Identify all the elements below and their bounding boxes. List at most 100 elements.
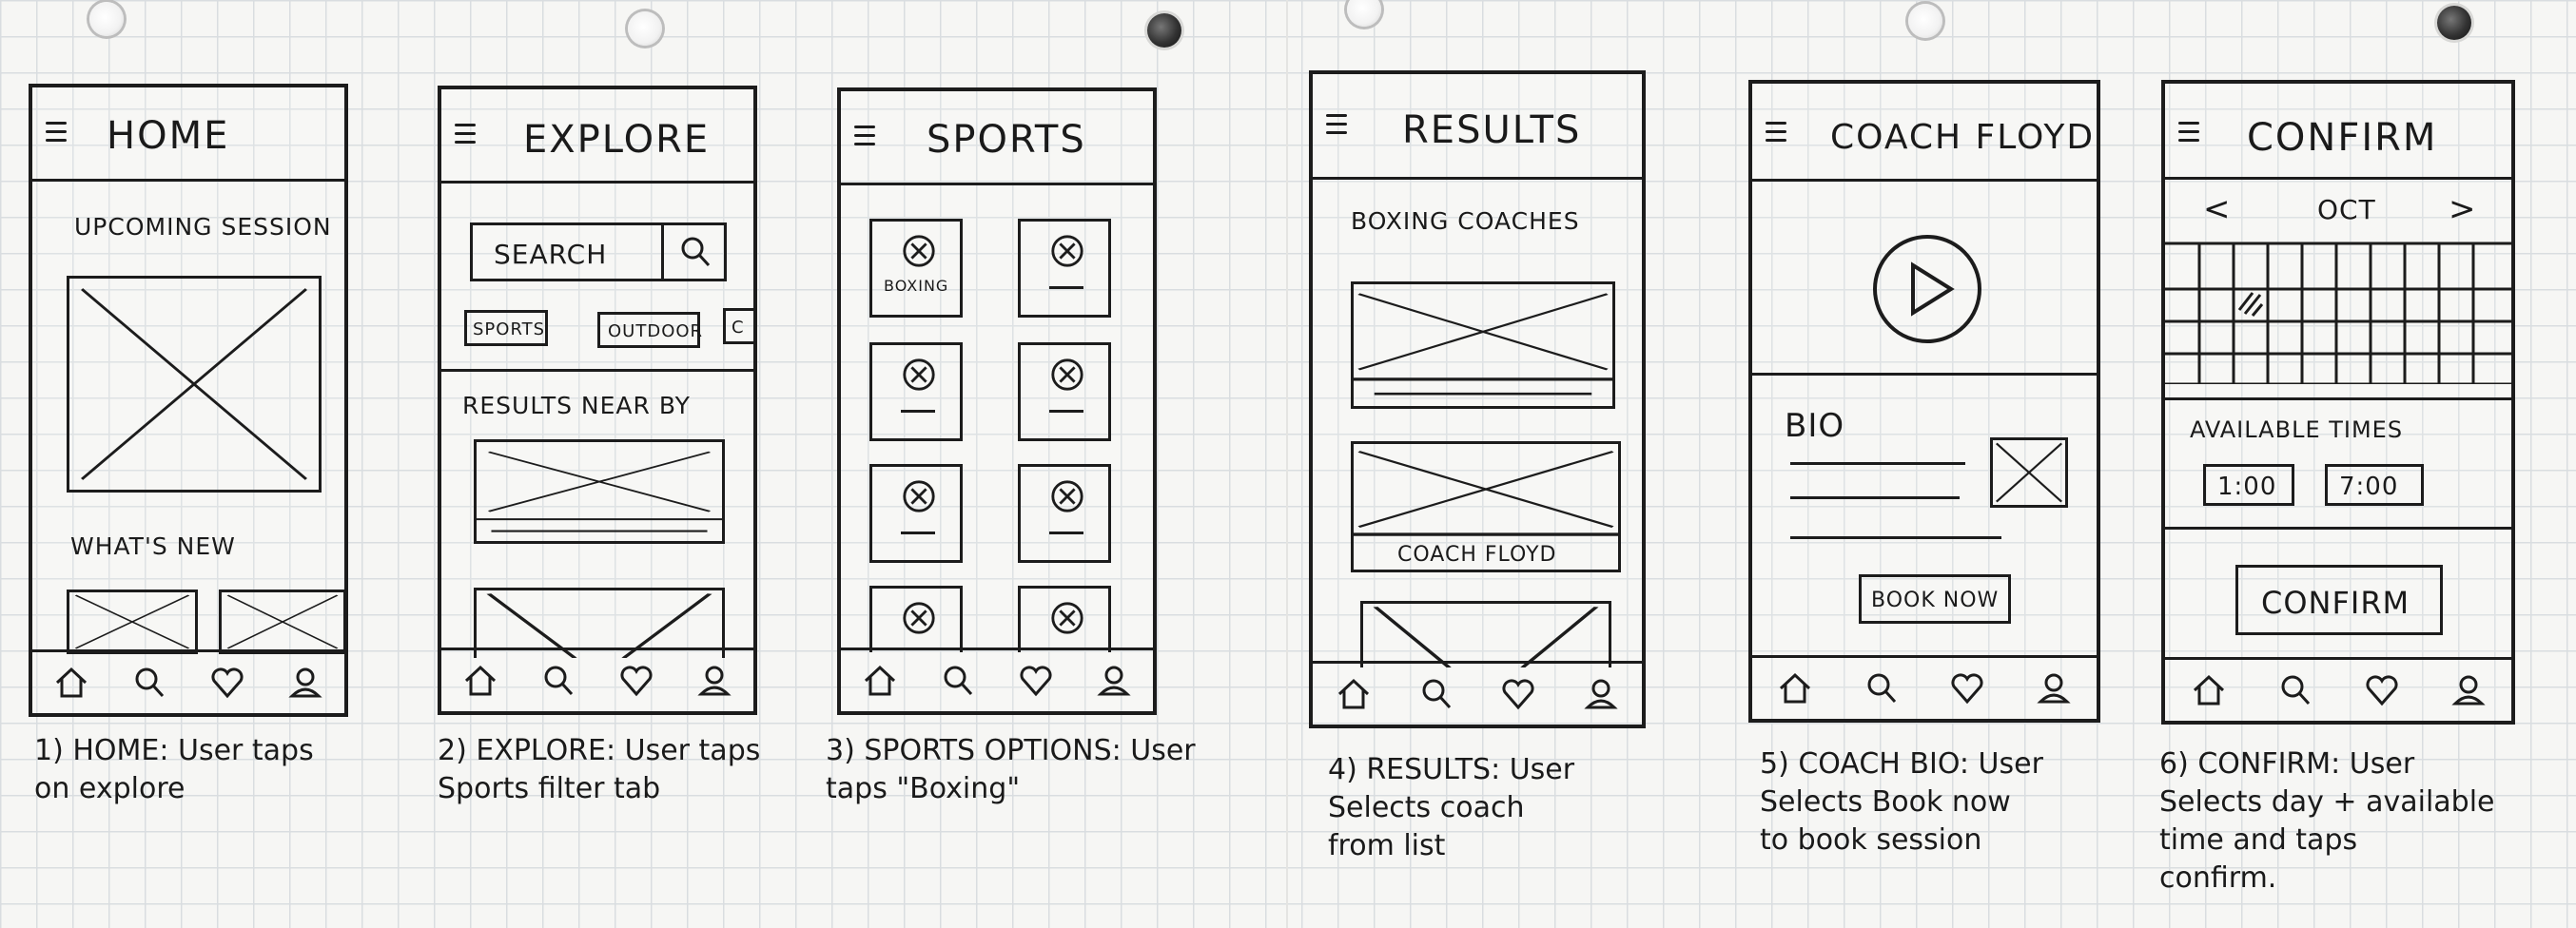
profile-icon[interactable]	[286, 664, 324, 702]
sport-icon	[1051, 235, 1083, 267]
sport-label: BOXING	[884, 277, 949, 295]
results-near-by-label: RESULTS NEAR BY	[462, 392, 691, 419]
search-icon[interactable]	[2276, 671, 2314, 709]
bio-label: BIO	[1785, 407, 1845, 445]
bottom-nav	[32, 649, 344, 713]
divider	[2165, 527, 2511, 530]
heart-icon[interactable]	[617, 662, 655, 700]
filter-tab-sports[interactable]: SPORTS	[464, 310, 548, 346]
time-slot-button[interactable]: 1:00	[2203, 464, 2294, 506]
filter-tab-more[interactable]: C	[723, 308, 757, 344]
screen-caption: 5) COACH BIO: User Selects Book now to b…	[1760, 747, 2043, 857]
page-title: COACH FLOYD	[1830, 118, 2096, 157]
search-placeholder: SEARCH	[494, 239, 608, 270]
book-now-label: BOOK NOW	[1871, 589, 2000, 612]
search-icon[interactable]	[676, 233, 714, 271]
filter-tab-outdoor[interactable]: OUTDOOR	[597, 312, 702, 348]
punch-hole	[2437, 6, 2471, 40]
result-card-image[interactable]	[474, 588, 725, 658]
whats-new-label: WHAT'S NEW	[70, 532, 236, 560]
home-icon[interactable]	[2190, 671, 2228, 709]
sport-tile[interactable]	[1018, 342, 1111, 441]
hamburger-menu-icon[interactable]	[46, 116, 67, 147]
hamburger-menu-icon[interactable]	[854, 120, 875, 151]
search-icon[interactable]	[130, 664, 168, 702]
search-icon[interactable]	[1863, 669, 1901, 707]
search-icon[interactable]	[539, 662, 577, 700]
search-divider	[661, 225, 664, 279]
coach-card-floyd[interactable]: COACH FLOYD	[1351, 441, 1621, 572]
heart-icon[interactable]	[1499, 675, 1537, 713]
punch-hole	[89, 2, 124, 36]
sport-label-line	[1049, 286, 1083, 289]
book-now-button[interactable]: BOOK NOW	[1859, 574, 2011, 624]
screen-caption: 2) EXPLORE: User taps Sports filter tab	[438, 734, 761, 805]
profile-icon[interactable]	[695, 662, 733, 700]
page-title: EXPLORE	[523, 118, 711, 162]
screen-caption: 6) CONFIRM: User Selects day + available…	[2159, 747, 2495, 895]
page-title: SPORTS	[927, 118, 1086, 162]
divider	[441, 369, 753, 372]
hamburger-menu-icon[interactable]	[1766, 116, 1786, 147]
news-thumbnail[interactable]	[219, 590, 346, 654]
header: COACH FLOYD	[1752, 84, 2097, 182]
calendar-prev-button[interactable]: <	[2203, 190, 2232, 228]
wireframe-sports: SPORTS BOXING	[837, 87, 1157, 715]
hamburger-menu-icon[interactable]	[2178, 116, 2199, 147]
wireframe-confirm: CONFIRM < OCT > AVAILABLE TIMES 1:00 7	[2161, 80, 2515, 725]
coach-card[interactable]	[1351, 281, 1615, 409]
bio-text-line	[1790, 536, 2001, 539]
heart-icon[interactable]	[1017, 662, 1055, 700]
home-icon[interactable]	[1335, 675, 1373, 713]
coach-card[interactable]	[1360, 601, 1611, 667]
profile-icon[interactable]	[1582, 675, 1620, 713]
video-play-icon[interactable]	[1870, 232, 1984, 346]
time-slot-label: 7:00	[2339, 473, 2399, 501]
calendar-next-button[interactable]: >	[2449, 190, 2477, 228]
bottom-nav	[1313, 661, 1642, 725]
home-icon[interactable]	[52, 664, 90, 702]
header: CONFIRM	[2165, 84, 2511, 180]
sport-label-line	[1049, 410, 1083, 413]
sport-tile[interactable]	[869, 342, 963, 441]
page-title: RESULTS	[1402, 108, 1582, 152]
profile-icon[interactable]	[1095, 662, 1133, 700]
wireframe-explore: EXPLORE SEARCH SPORTS OUTDOOR C RESULTS …	[438, 86, 757, 715]
profile-icon[interactable]	[2035, 669, 2073, 707]
header: EXPLORE	[441, 89, 753, 184]
bottom-nav	[1752, 655, 2097, 719]
sport-tile[interactable]	[1018, 586, 1111, 652]
header: HOME	[32, 87, 344, 182]
wireframe-home: HOME UPCOMING SESSION WHAT'S NEW	[29, 84, 348, 717]
sport-tile[interactable]	[1018, 219, 1111, 318]
upcoming-session-label: UPCOMING SESSION	[74, 213, 332, 241]
profile-icon[interactable]	[2449, 671, 2488, 709]
sport-label-line	[901, 532, 935, 534]
time-slot-button[interactable]: 7:00	[2325, 464, 2424, 506]
home-icon[interactable]	[461, 662, 499, 700]
home-icon[interactable]	[861, 662, 899, 700]
sport-tile[interactable]	[869, 586, 963, 652]
search-icon[interactable]	[1417, 675, 1455, 713]
sport-tile-boxing[interactable]: BOXING	[869, 219, 963, 318]
confirm-button[interactable]: CONFIRM	[2235, 565, 2443, 635]
sport-icon	[903, 480, 935, 512]
search-field[interactable]: SEARCH	[470, 222, 727, 281]
heart-icon[interactable]	[1948, 669, 1986, 707]
sport-tile[interactable]	[869, 464, 963, 563]
sport-tile[interactable]	[1018, 464, 1111, 563]
heart-icon[interactable]	[2363, 671, 2401, 709]
bottom-nav	[2165, 657, 2511, 721]
heart-icon[interactable]	[208, 664, 246, 702]
session-image-placeholder[interactable]	[67, 276, 322, 493]
punch-hole	[1908, 4, 1942, 38]
sport-icon	[903, 235, 935, 267]
hamburger-menu-icon[interactable]	[1326, 108, 1347, 140]
bottom-nav	[841, 648, 1153, 711]
result-card-image[interactable]	[474, 439, 725, 544]
news-thumbnail[interactable]	[67, 590, 198, 654]
calendar-grid[interactable]	[2161, 242, 2515, 384]
home-icon[interactable]	[1776, 669, 1814, 707]
hamburger-menu-icon[interactable]	[455, 118, 476, 149]
search-icon[interactable]	[939, 662, 977, 700]
